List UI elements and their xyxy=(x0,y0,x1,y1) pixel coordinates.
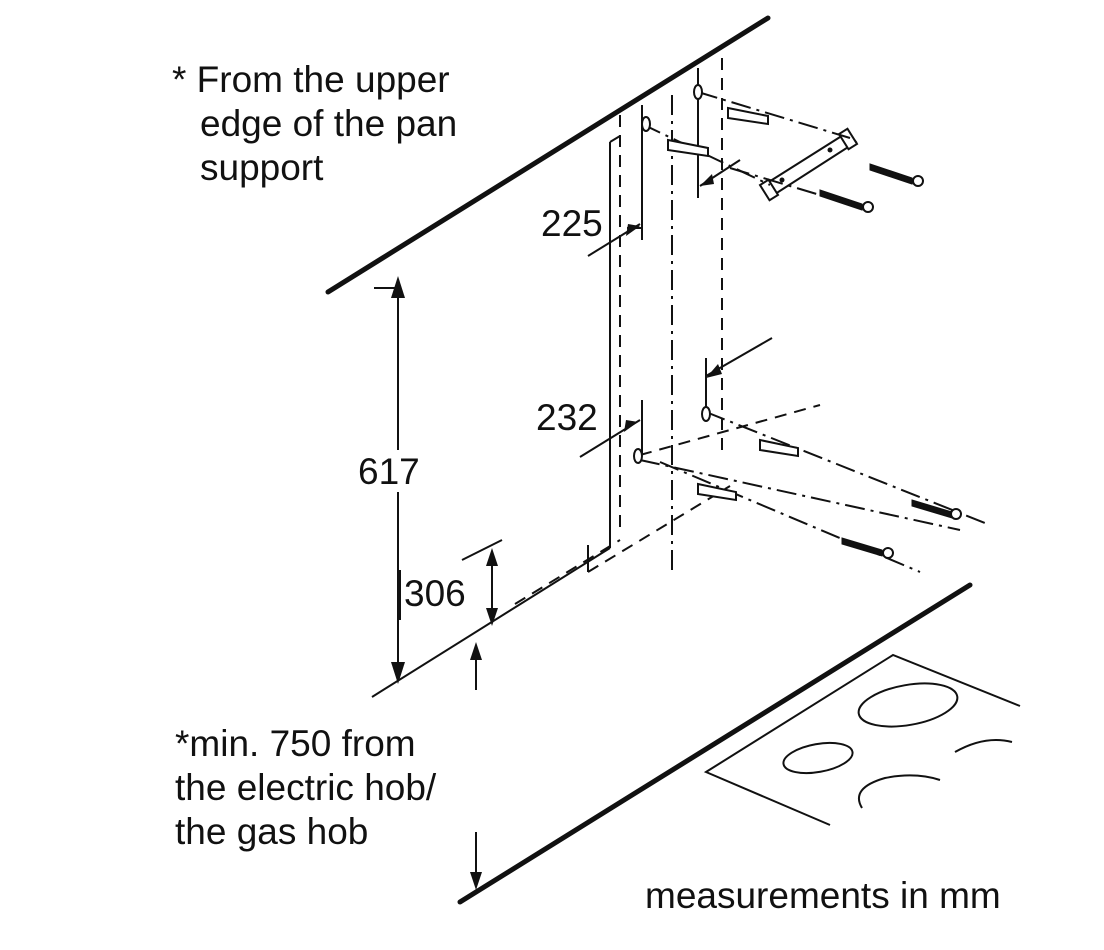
bracket-end-left xyxy=(758,178,780,202)
upper-fixings xyxy=(641,84,924,213)
note-bottom-line-1: *min. 750 from xyxy=(175,723,416,764)
dim-306-arrow-bottom xyxy=(486,608,498,626)
upper-hole-right xyxy=(693,84,703,100)
dim-225-arrow-right xyxy=(700,174,714,186)
dimension-232: 232 xyxy=(536,337,773,458)
dim-225-arrow xyxy=(626,224,640,236)
lower-screw-right xyxy=(911,499,953,519)
hob-burner-large xyxy=(857,682,959,728)
dim-306-ext-top xyxy=(461,539,503,561)
dimension-750-arrows xyxy=(470,642,482,890)
upper-screw-right-head xyxy=(912,175,924,187)
hob-burner-arc-right xyxy=(954,739,1013,753)
bracket-hole-left xyxy=(779,177,785,183)
dim-617-label-bg xyxy=(354,450,434,492)
hood-lower-edge-line xyxy=(325,15,771,295)
bracket-bar xyxy=(762,130,858,198)
note-top-line-2: edge of the pan xyxy=(200,103,457,144)
hob-cooktop xyxy=(703,653,1021,826)
dimension-306: 306 xyxy=(399,539,503,626)
lower-dash-3 xyxy=(639,404,821,456)
hob-outline xyxy=(703,653,1021,826)
dim-617-label: 617 xyxy=(358,451,420,492)
hob-burner-arc-front xyxy=(857,774,941,809)
dim-617-arrow-bottom xyxy=(391,662,405,684)
upper-screw-right xyxy=(869,163,913,185)
lower-dashdot-right-2 xyxy=(705,411,991,526)
note-bottom-line-3: the gas hob xyxy=(175,811,368,852)
dim-232-label: 232 xyxy=(536,397,598,438)
lower-dashed-outline xyxy=(514,404,991,605)
lower-fixings xyxy=(633,406,962,559)
hob-edge-line xyxy=(457,582,973,905)
bracket-hole-right xyxy=(827,147,833,153)
dim-306-arrow-top xyxy=(486,548,498,566)
dim-232-arrow xyxy=(624,420,638,432)
lower-screw-left xyxy=(841,537,883,557)
units-note: measurements in mm xyxy=(645,875,1001,916)
bracket-axis-upper xyxy=(697,91,851,139)
lower-screw-right-head xyxy=(950,508,962,520)
dim-750-arrow-up xyxy=(470,642,482,660)
lower-screw-left-head xyxy=(882,547,894,559)
upper-hole-left xyxy=(641,116,651,132)
bracket-end-right xyxy=(837,127,859,151)
dim-750-arrow-down xyxy=(470,872,482,890)
hood-back-corner xyxy=(609,135,621,143)
upper-screw-left xyxy=(819,189,863,211)
dimension-617: 617 xyxy=(354,276,434,684)
lower-dashdot-right xyxy=(639,459,961,531)
lower-hole-right xyxy=(701,406,711,422)
dimension-225: 225 xyxy=(541,159,741,257)
lower-plug-right xyxy=(759,438,799,458)
lower-hole-left xyxy=(633,448,643,464)
upper-screw-left-head xyxy=(862,201,874,213)
lower-dash-1 xyxy=(514,539,621,605)
hob-burner-small xyxy=(782,741,854,775)
dim-225-label: 225 xyxy=(541,203,603,244)
note-bottom-line-2: the electric hob/ xyxy=(175,767,437,808)
dim-232-arrow-right xyxy=(706,364,722,378)
upper-plug-left xyxy=(667,138,709,158)
lower-dash-2 xyxy=(587,485,731,573)
lower-dashdot-front xyxy=(659,461,921,573)
upper-plug-right xyxy=(727,106,769,126)
lower-plug-left xyxy=(697,482,737,502)
note-top-line-1: * From the upper xyxy=(172,59,450,100)
note-top-line-3: support xyxy=(200,147,324,188)
dim-306-label: 306 xyxy=(404,573,466,614)
